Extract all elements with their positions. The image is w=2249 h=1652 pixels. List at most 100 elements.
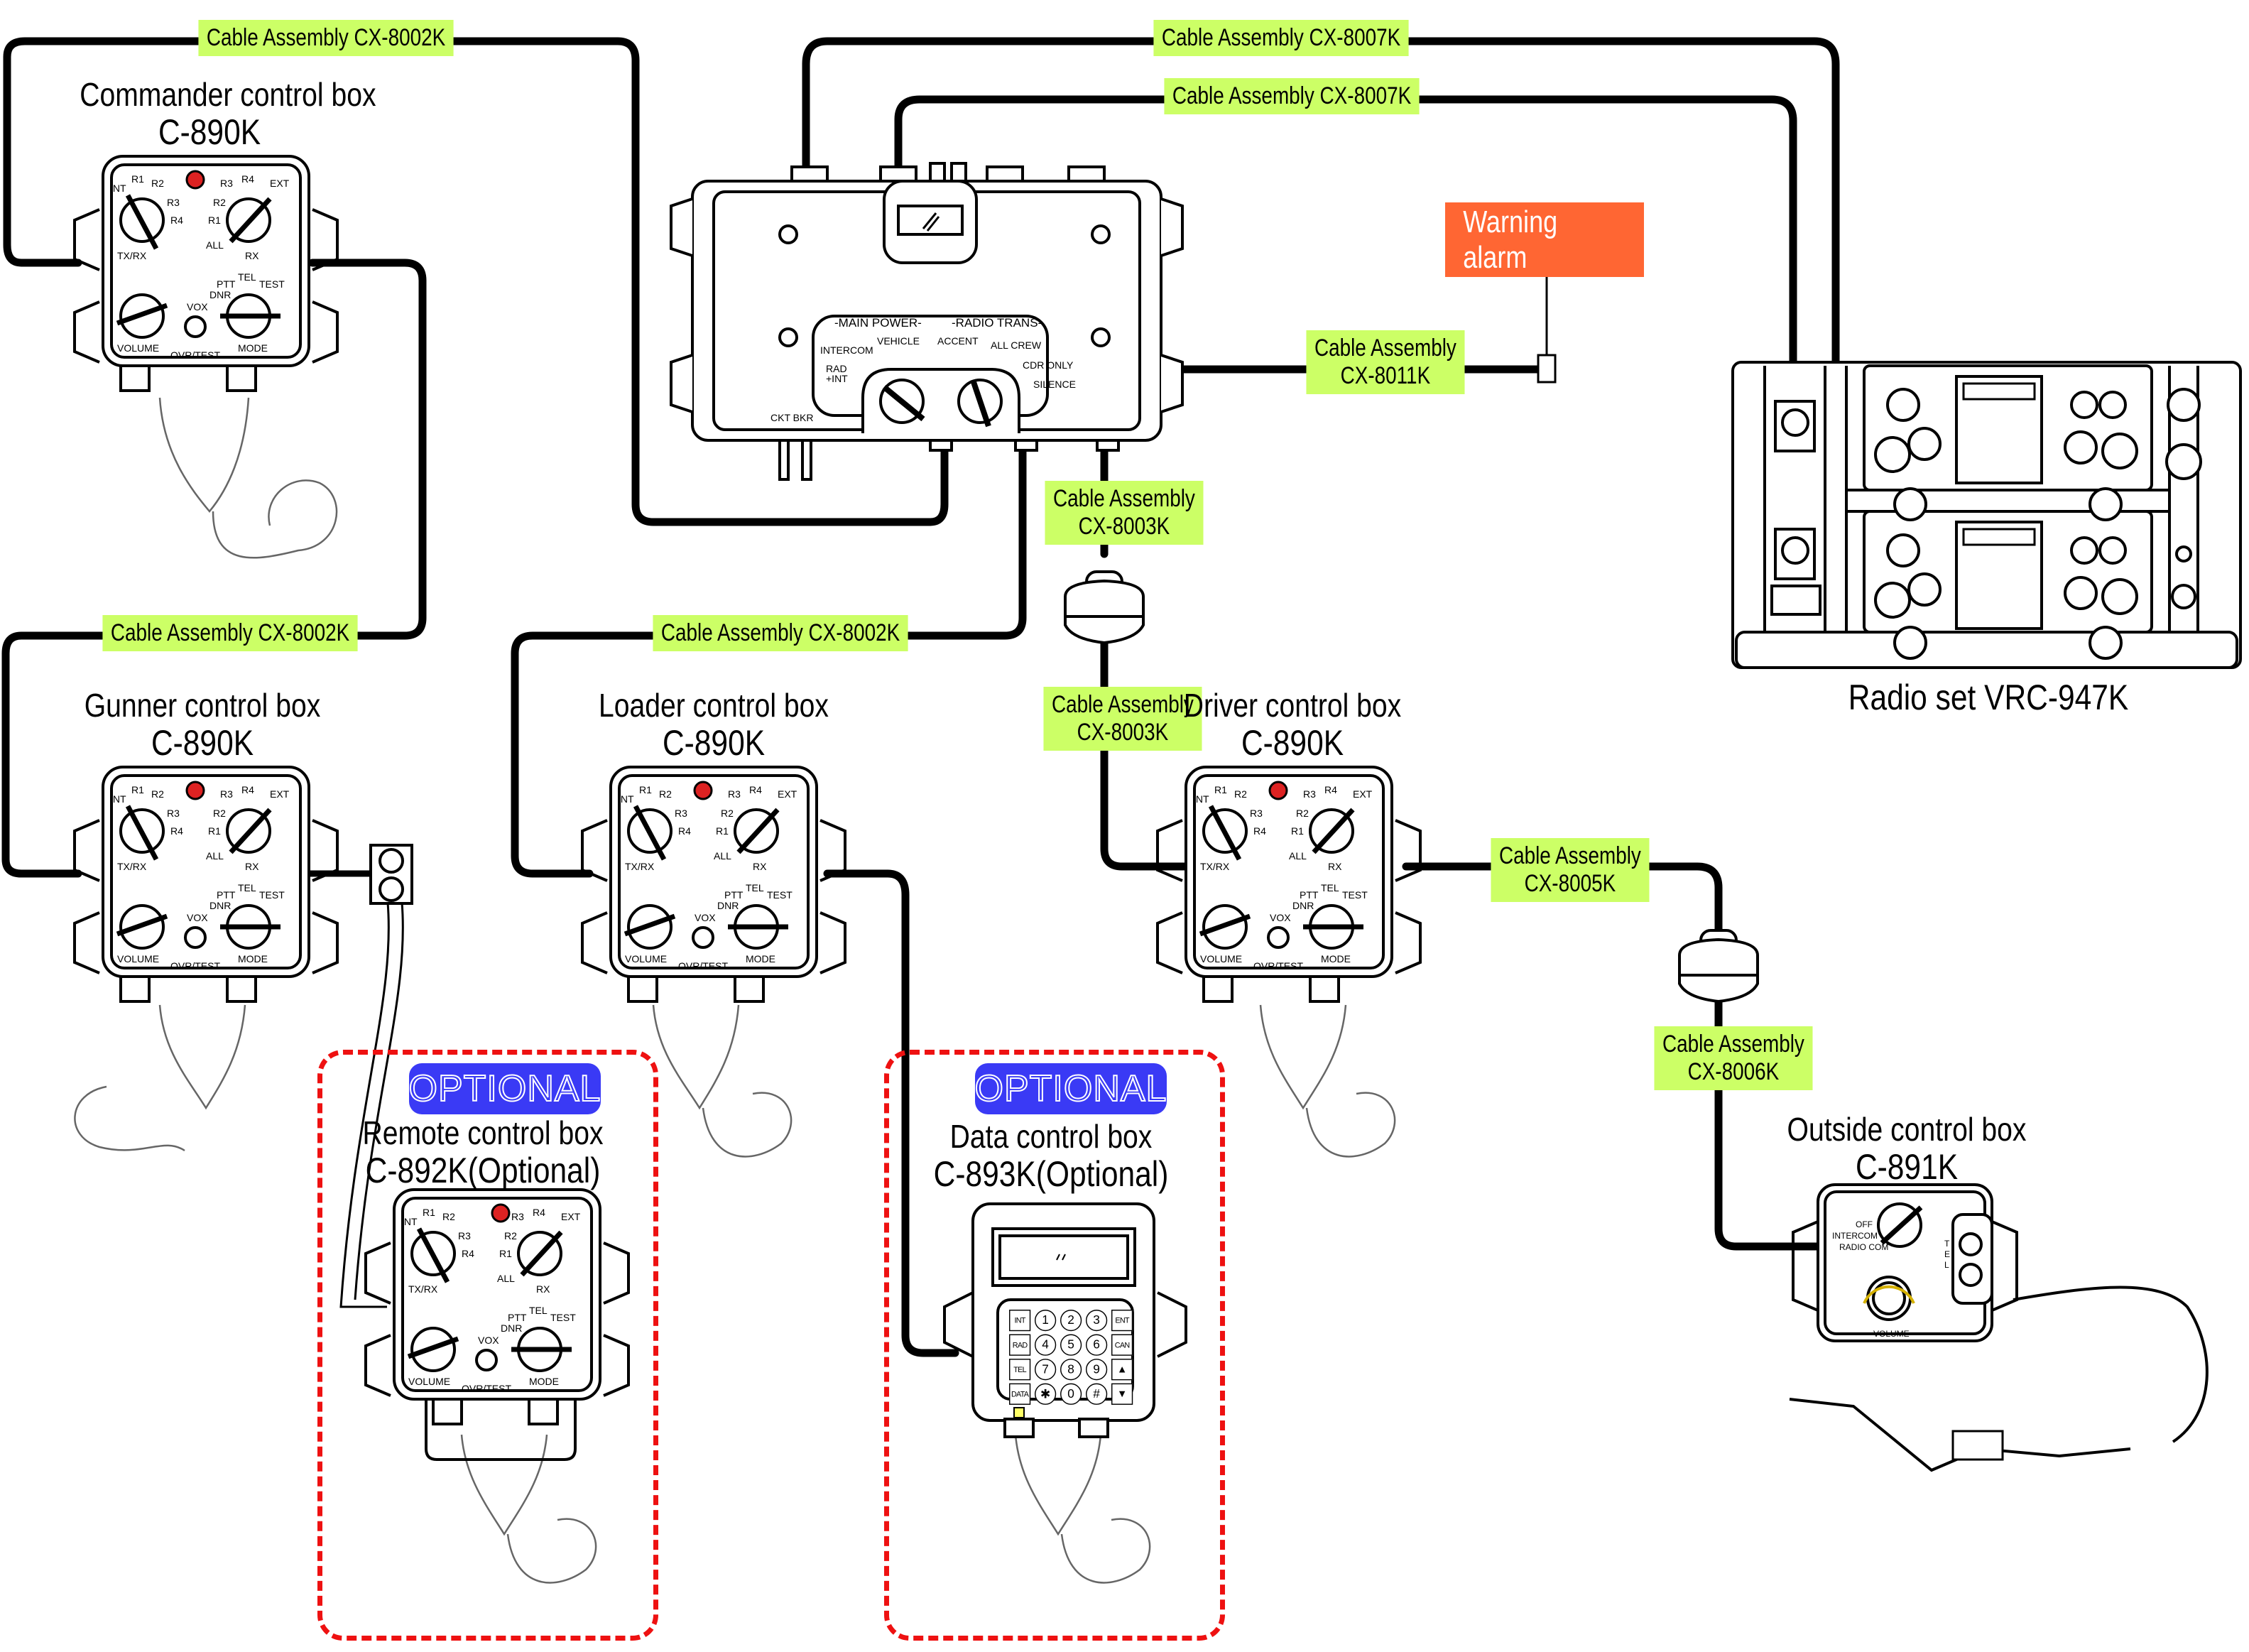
data-indicator-led: [1013, 1407, 1025, 1418]
svg-text:TEL: TEL: [238, 271, 256, 283]
key-8[interactable]: 8: [1060, 1359, 1082, 1381]
svg-text:DNR: DNR: [501, 1322, 522, 1334]
cable-label-line2: CX-8003K: [1078, 513, 1170, 540]
key-3[interactable]: 3: [1086, 1310, 1108, 1332]
svg-text:PTT: PTT: [217, 889, 236, 901]
svg-text:VOLUME: VOLUME: [625, 953, 667, 964]
key-0[interactable]: 0: [1060, 1383, 1082, 1405]
cable-label-line2: CX-8005K: [1524, 870, 1616, 898]
svg-text:R1: R1: [131, 784, 144, 795]
remote-title: Remote control box C-892K(Optional): [356, 1115, 610, 1190]
radio-title: Radio set VRC-947K: [1819, 678, 2157, 717]
headset-commander: [158, 397, 250, 513]
cable-label-cx8011k: Cable Assembly CX-8011K: [1306, 330, 1465, 395]
intercom-amplifier: [670, 162, 1184, 481]
svg-text:R2: R2: [151, 178, 164, 189]
svg-text:RX: RX: [245, 861, 259, 872]
cable-junction-remote: [339, 894, 390, 1308]
svg-text:TEL: TEL: [238, 882, 256, 893]
device-name: Outside control box: [1787, 1111, 2027, 1148]
key-up-arrow-icon[interactable]: ▲: [1111, 1359, 1133, 1381]
svg-text:TEST: TEST: [1342, 889, 1368, 901]
cable-label-cx8003k-2: Cable Assembly CX-8003K: [1043, 687, 1202, 751]
svg-text:R4: R4: [1253, 825, 1266, 837]
main-power-pos-vehicle: VEHICLE: [877, 335, 920, 347]
svg-text:L: L: [1944, 1260, 1949, 1270]
svg-text:DNR: DNR: [209, 900, 231, 911]
key-hash[interactable]: #: [1086, 1383, 1108, 1405]
key-int[interactable]: INT: [1009, 1310, 1031, 1332]
svg-text:DNR: DNR: [209, 289, 231, 300]
svg-text:OFF: OFF: [1856, 1219, 1873, 1229]
svg-text:R2: R2: [1296, 808, 1309, 819]
headset-driver: [1259, 1004, 1347, 1110]
radio-trans-pos-allcrew: ALL CREW: [991, 339, 1042, 351]
svg-text:TX/RX: TX/RX: [625, 861, 655, 872]
svg-text:R3: R3: [728, 788, 741, 800]
key-data[interactable]: DATA: [1009, 1383, 1031, 1405]
svg-text:R1: R1: [208, 214, 221, 226]
optional-badge-remote: OPTIONAL: [408, 1063, 601, 1114]
device-model: C-892K(Optional): [365, 1150, 601, 1190]
svg-text:ALL: ALL: [206, 239, 224, 251]
headset-gunner: [158, 1004, 246, 1110]
radio-keypads: [1962, 382, 2036, 546]
headset-loader: [652, 1004, 740, 1110]
svg-text:ALL: ALL: [206, 850, 224, 862]
svg-text:VOX: VOX: [478, 1335, 499, 1346]
svg-text:TEL: TEL: [529, 1305, 548, 1316]
svg-text:OVR/TEST: OVR/TEST: [462, 1383, 511, 1394]
key-down-arrow-icon[interactable]: ▼: [1111, 1383, 1133, 1405]
svg-text:R4: R4: [241, 173, 254, 185]
optional-badge-data: OPTIONAL: [974, 1063, 1167, 1114]
warning-alarm-label: Warning alarm: [1463, 204, 1558, 275]
main-power-pos-intercom: INTERCOM: [820, 344, 873, 356]
svg-text:R2: R2: [1234, 788, 1247, 800]
svg-text:R1: R1: [716, 825, 729, 837]
svg-text:TEST: TEST: [259, 278, 285, 290]
device-name: Gunner control box: [84, 687, 321, 724]
svg-text:R2: R2: [442, 1211, 455, 1222]
key-5[interactable]: 5: [1060, 1334, 1082, 1356]
loader-title: Loader control box C-890K: [584, 688, 844, 763]
optional-frame-data: [884, 1050, 1225, 1641]
device-name: Driver control box: [1183, 687, 1402, 724]
svg-text:TEL: TEL: [1321, 882, 1339, 893]
cable-label-cx8007k-1: Cable Assembly CX-8007K: [1153, 20, 1409, 57]
svg-text:E: E: [1944, 1249, 1950, 1259]
svg-text:RADIO COM: RADIO COM: [1839, 1242, 1888, 1252]
svg-text:R2: R2: [213, 197, 226, 208]
svg-text:R4: R4: [1324, 784, 1337, 795]
cable-label-line1: Cable Assembly: [1052, 485, 1195, 512]
key-ent[interactable]: ENT: [1111, 1310, 1133, 1332]
svg-text:R1: R1: [423, 1207, 435, 1218]
svg-text:OVR/TEST: OVR/TEST: [678, 960, 728, 972]
svg-text:R2: R2: [151, 788, 164, 800]
key-rad[interactable]: RAD: [1009, 1334, 1031, 1356]
key-6[interactable]: 6: [1086, 1334, 1108, 1356]
main-power-label: -MAIN POWER-: [834, 316, 922, 330]
outside-title: Outside control box C-891K: [1777, 1112, 2037, 1187]
key-7[interactable]: 7: [1035, 1359, 1057, 1381]
key-can[interactable]: CAN: [1111, 1334, 1133, 1356]
key-1[interactable]: 1: [1035, 1310, 1057, 1332]
svg-text:MODE: MODE: [238, 342, 268, 354]
svg-text:R1: R1: [639, 784, 652, 795]
svg-text:EXT: EXT: [778, 788, 797, 800]
data-title: Data control box C-893K(Optional): [925, 1119, 1178, 1194]
cable-label-cx8007k-2: Cable Assembly CX-8007K: [1164, 78, 1420, 115]
svg-text:R3: R3: [511, 1211, 524, 1222]
key-tel[interactable]: TEL: [1009, 1359, 1031, 1381]
cable-label-line1: Cable Assembly: [1051, 691, 1194, 718]
svg-text:MODE: MODE: [529, 1376, 559, 1387]
svg-text:EXT: EXT: [1353, 788, 1373, 800]
key-2[interactable]: 2: [1060, 1310, 1082, 1332]
key-9[interactable]: 9: [1086, 1359, 1108, 1381]
cable-label-cx8005k: Cable Assembly CX-8005K: [1491, 838, 1650, 903]
svg-text:VOLUME: VOLUME: [1873, 1329, 1910, 1339]
key-4[interactable]: 4: [1035, 1334, 1057, 1356]
key-star[interactable]: ✱: [1035, 1383, 1057, 1405]
